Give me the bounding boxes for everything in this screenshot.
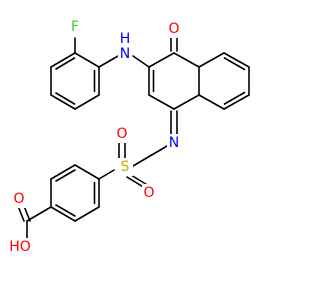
label-mask [68,18,82,36]
ketone-oxygen-label: O [168,21,179,37]
bond [223,52,250,68]
bond [55,169,76,182]
fluorine-label: F [71,19,79,35]
bond [55,204,76,217]
label-mask [117,158,133,176]
bond [223,57,246,71]
bond [23,205,31,222]
bond [55,92,76,105]
bond [148,52,175,68]
bond [50,164,76,180]
label-mask [115,125,129,143]
bond [50,94,76,110]
bond [74,206,100,222]
atom-label-layer: F N H O N S O O O HO [9,18,181,256]
bond [50,52,76,68]
imine-nitrogen-label: N [169,135,179,151]
bond [148,94,175,110]
hydroxyl-label: HO [9,239,31,255]
sulfonyl-oxygen-label: O [116,126,127,142]
bond [74,164,100,180]
bond [223,91,246,105]
label-mask [12,190,26,208]
carbonyl-oxygen-label: O [13,191,24,207]
bond [132,145,168,167]
label-mask [167,134,181,152]
sulfur-label: S [121,159,130,175]
bond [55,57,76,70]
amine-hydrogen-label: H [120,31,131,47]
sulfonyl-oxygen-label: O [143,185,154,201]
bond [132,55,150,68]
label-mask [167,20,181,38]
bond [198,94,225,110]
bond [50,206,76,222]
bond [74,52,100,68]
molecule-structure: F N H O N S O O O HO [9,18,250,256]
amine-nitrogen-label: N [120,46,130,62]
bond [74,94,100,110]
bond [173,52,200,68]
bond [98,169,115,180]
label-mask [117,31,133,47]
bond [198,52,225,68]
bond [223,94,250,110]
label-mask [118,45,132,63]
bond [17,205,25,222]
label-mask [142,184,156,202]
label-mask [9,238,33,256]
bond [98,55,119,68]
bond [26,206,52,222]
bond [173,94,200,110]
bond-layer [17,33,250,239]
